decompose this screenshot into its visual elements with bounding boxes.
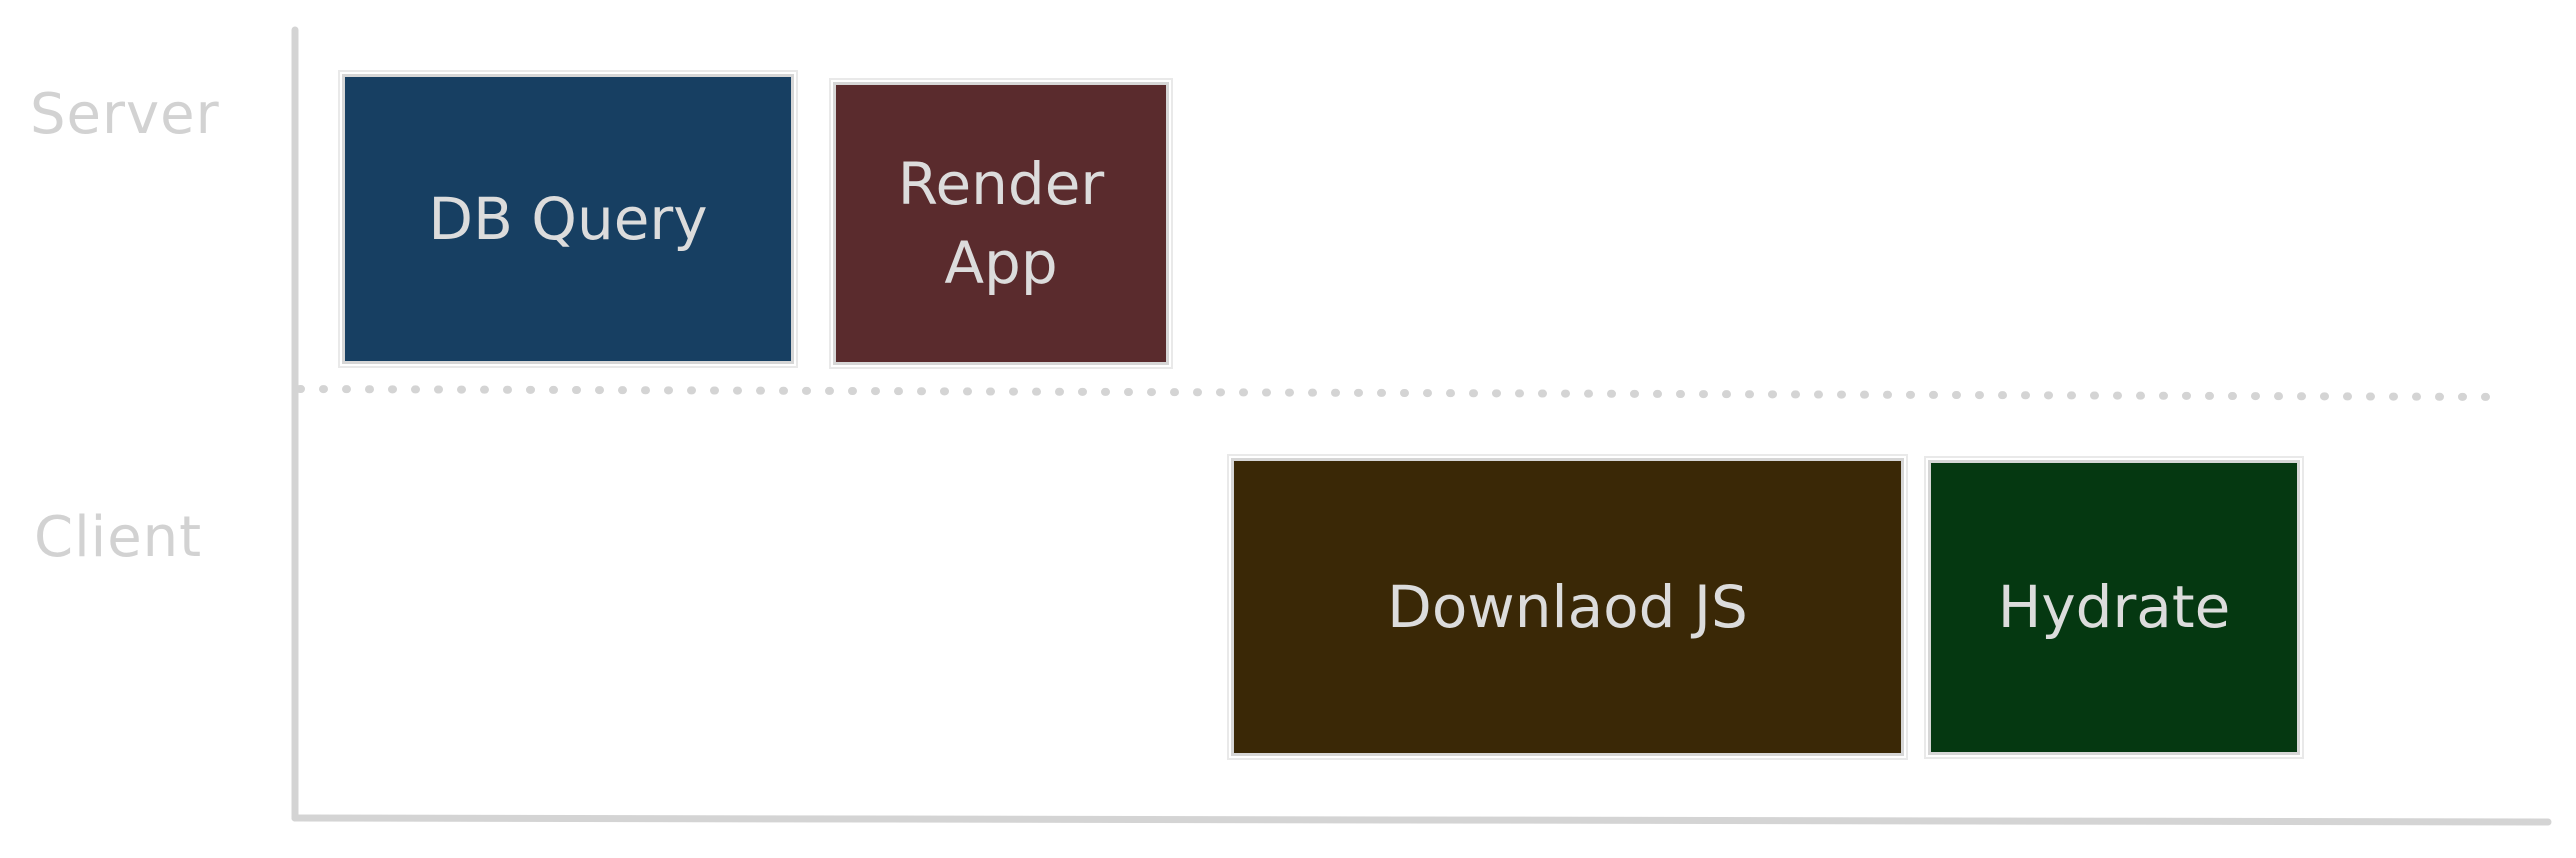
server-lane-label: Server: [30, 82, 220, 147]
download-js-label: Downlaod JS: [1387, 572, 1748, 641]
db-query-block: DB Query: [338, 70, 798, 368]
download-js-block: Downlaod JS: [1227, 454, 1908, 760]
lane-divider: [296, 385, 2509, 401]
render-app-label: Render App: [897, 150, 1105, 297]
hydrate-label: Hydrate: [1997, 573, 2231, 642]
horizontal-axis: [291, 814, 2552, 826]
render-app-block: Render App: [829, 78, 1173, 369]
db-query-label: DB Query: [428, 184, 708, 253]
hydrate-block: Hydrate: [1924, 456, 2304, 759]
client-lane-label: Client: [34, 505, 203, 570]
